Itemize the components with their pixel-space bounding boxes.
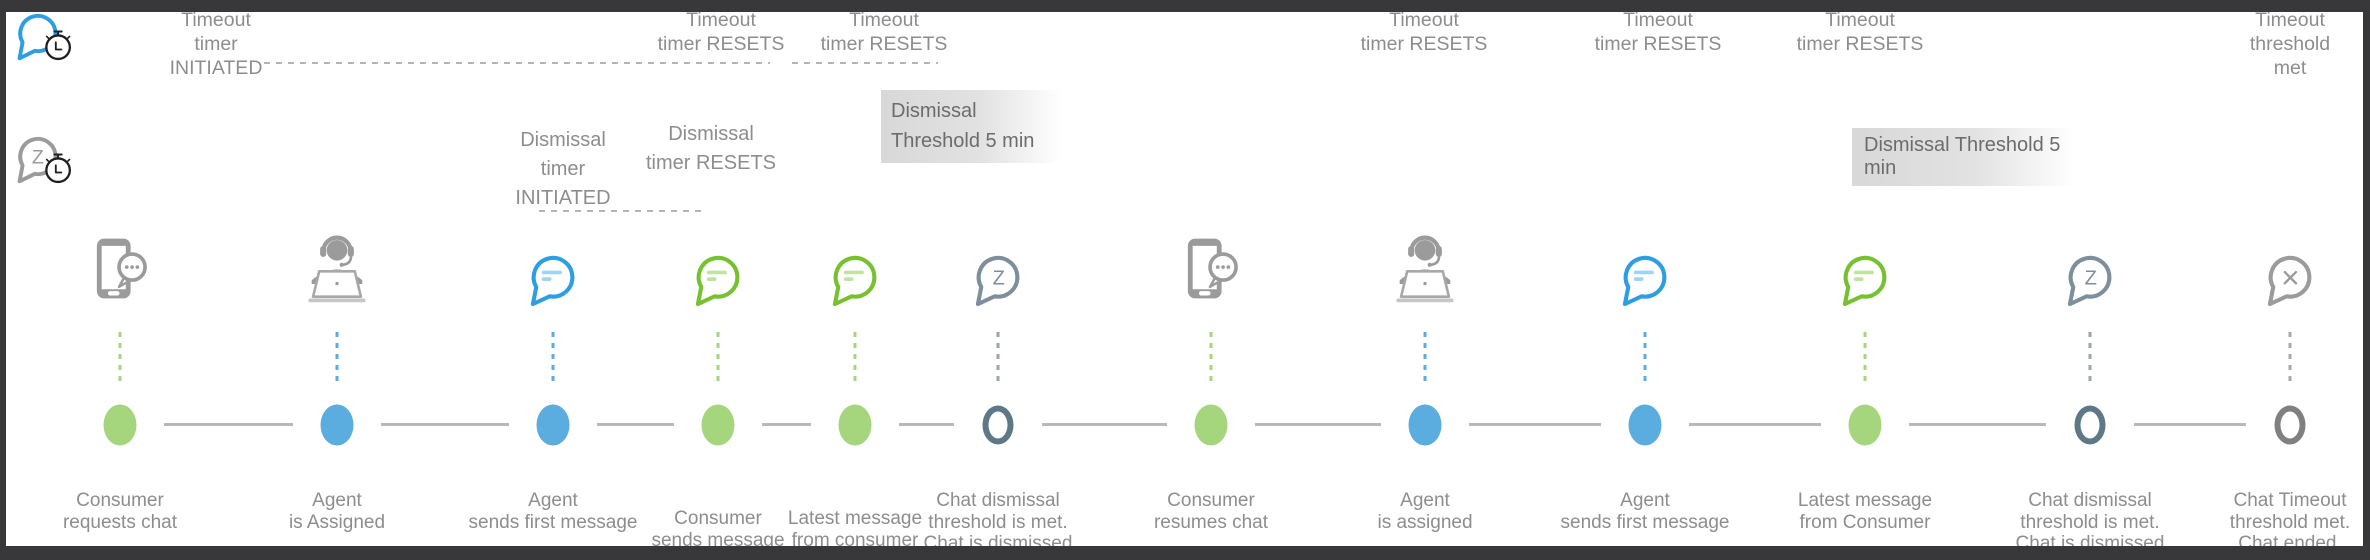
timeout-timer-label: Timeout timer RESETS	[1594, 12, 1722, 55]
chat-message-blue-icon	[524, 252, 582, 310]
node-label: Chat dismissal threshold is met. Chat is…	[923, 490, 1073, 546]
dashed-connector	[2288, 332, 2292, 382]
timeline-dot	[536, 404, 570, 446]
dashed-connector	[1423, 332, 1427, 382]
svg-text:Z: Z	[993, 268, 1005, 290]
timeout-timer-label: Timeout threshold met	[2249, 12, 2331, 79]
diagram-canvas: Z Timeout timer INITIATED Timeout timer R…	[6, 12, 2363, 546]
dashed-connector	[1643, 332, 1647, 382]
timeout-timer-label: Timeout timer RESETS	[820, 12, 948, 55]
timeline-segment	[1255, 423, 1381, 426]
dashed-connector	[853, 332, 857, 382]
dashed-connector	[551, 332, 555, 382]
dashed-connector	[1863, 332, 1867, 382]
dashed-connector	[335, 332, 339, 382]
svg-text:Z: Z	[2085, 268, 2097, 290]
timeout-timer-label: Timeout timer RESETS	[1360, 12, 1488, 55]
timeout-timer-label: Timeout timer RESETS	[1796, 12, 1924, 55]
node-label: Consumer requests chat	[62, 490, 178, 533]
timeline-segment	[1909, 423, 2046, 426]
dismissal-timer-label: Dismissal timer RESETS	[645, 123, 777, 174]
timeout-timer-label: Timeout timer RESETS	[657, 12, 785, 55]
chat-snooze-icon: Z	[969, 252, 1027, 310]
dashed-connector	[2088, 332, 2092, 382]
chat-stopwatch-icon	[14, 13, 80, 76]
timeline-dot	[1628, 404, 1662, 446]
node-label: Chat Timeout threshold met. Chat ended.	[2229, 490, 2351, 546]
snooze-chat-stopwatch-icon: Z	[14, 136, 80, 199]
dashed-connector	[118, 332, 122, 382]
chat-message-green-icon	[689, 252, 747, 310]
timeline-dot	[320, 404, 354, 446]
timeline-segment	[597, 423, 674, 426]
timeout-timer-legend	[14, 12, 80, 72]
svg-text:Z: Z	[32, 147, 44, 169]
chat-timeline-diagram: Z Timeout timer INITIATED Timeout timer R…	[6, 12, 2363, 546]
chat-ended-icon	[2261, 252, 2319, 310]
timeline-dot-ring	[2274, 405, 2306, 445]
node-label: Consumer resumes chat	[1153, 490, 1269, 533]
timeline-segment	[164, 423, 293, 426]
node-label: Chat dismissal threshold is met. Chat is…	[2015, 490, 2165, 546]
dashed-timeline-link	[539, 210, 706, 212]
timeline-segment	[899, 423, 954, 426]
agent-headset-icon	[1395, 229, 1455, 309]
timeline-segment	[1469, 423, 1601, 426]
node-label: Consumer sends message	[651, 508, 785, 546]
dashed-connector	[716, 332, 720, 382]
timeline-dot	[1194, 404, 1228, 446]
node-label: Latest message from consumer	[787, 508, 923, 546]
dashed-connector	[996, 332, 1000, 382]
timeline-dot-ring	[982, 405, 1014, 445]
timeline-segment	[1689, 423, 1821, 426]
node-label: Agent is Assigned	[288, 490, 386, 533]
node-label: Agent sends first message	[468, 490, 638, 533]
timeline-segment	[1042, 423, 1167, 426]
node-label: Latest message from Consumer	[1797, 490, 1933, 533]
timeline-dot-ring	[2074, 405, 2106, 445]
chat-message-green-icon	[1836, 252, 1894, 310]
timeline-segment	[381, 423, 509, 426]
chat-message-green-icon	[826, 252, 884, 310]
chat-snooze-icon: Z	[2061, 252, 2119, 310]
timeline-dot	[103, 404, 137, 446]
dismissal-threshold-box: Dismissal Threshold 5 min	[1852, 128, 2075, 186]
phone-chat-icon	[1184, 238, 1238, 300]
timeline-segment	[762, 423, 811, 426]
dashed-timeline-link	[792, 62, 938, 64]
timeline-dot	[701, 404, 735, 446]
dismissal-threshold-box: Dismissal Threshold 5 min	[881, 90, 1062, 163]
node-label: Agent is assigned	[1377, 490, 1473, 533]
dashed-timeline-link	[264, 62, 770, 64]
node-label: Agent sends first message	[1560, 490, 1730, 533]
timeline-dot	[1848, 404, 1882, 446]
timeline-segment	[2134, 423, 2246, 426]
agent-headset-icon	[307, 229, 367, 309]
dismissal-timer-legend: Z	[14, 133, 80, 195]
chat-message-blue-icon	[1616, 252, 1674, 310]
timeout-timer-label: Timeout timer INITIATED	[169, 12, 263, 79]
timeline-dot	[1408, 404, 1442, 446]
timeline-dot	[838, 404, 872, 446]
dismissal-timer-label: Dismissal timer INITIATED	[515, 129, 611, 209]
dashed-connector	[1209, 332, 1213, 382]
phone-chat-icon	[93, 238, 147, 300]
